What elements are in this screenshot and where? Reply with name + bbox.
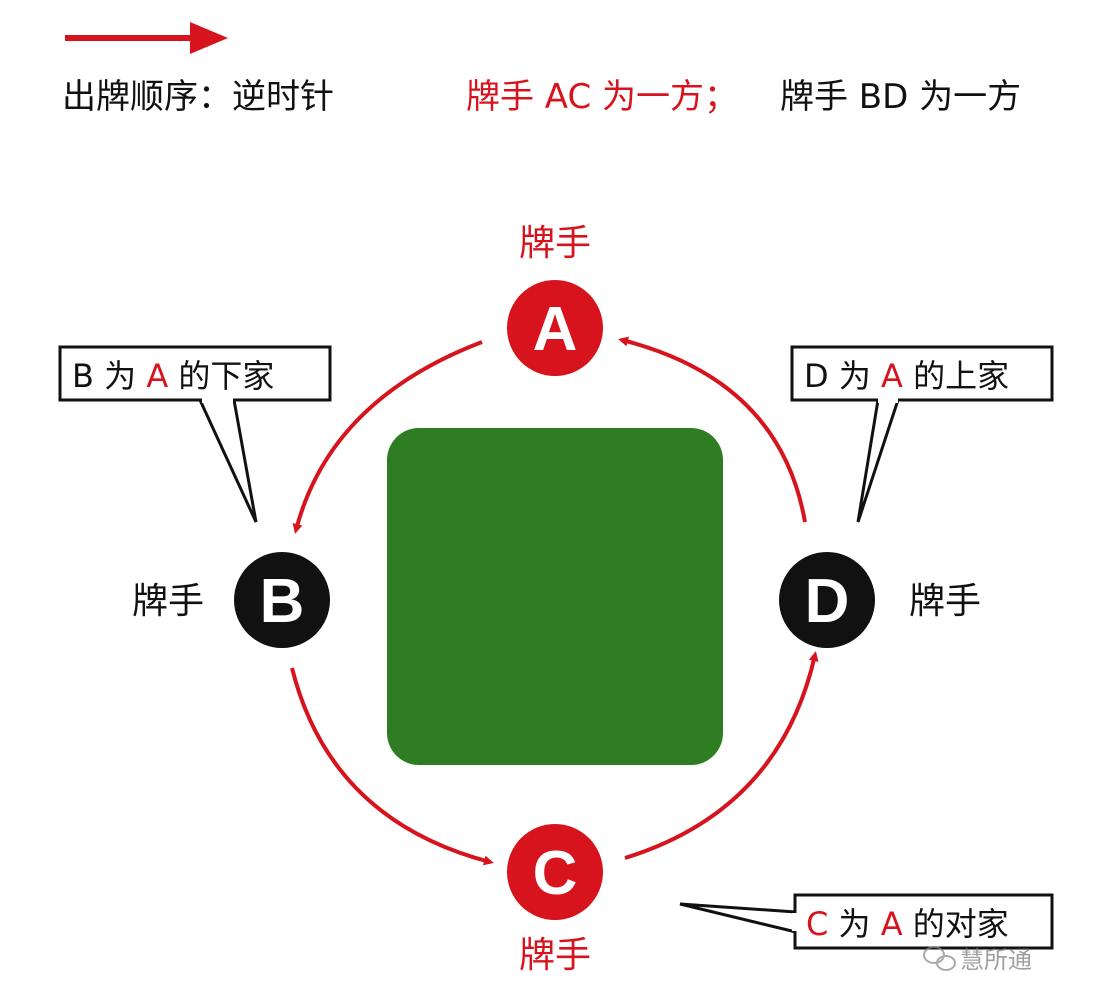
callout-c: C 为 A 的对家 <box>679 893 1054 950</box>
arrow-b-to-c <box>290 667 494 866</box>
wechat-icon <box>923 946 956 971</box>
callout-b-mid: 为 <box>94 357 146 395</box>
arrow-c-to-d <box>624 651 819 860</box>
callout-b-ref: A <box>146 357 168 395</box>
svg-text:B 为 A 的下家: B 为 A 的下家 <box>72 357 274 395</box>
player-a-badge <box>507 280 603 376</box>
arrow-a-to-b <box>292 340 483 534</box>
play-order-label: 出牌顺序：逆时针 <box>62 77 334 117</box>
player-c-label: 牌手 <box>519 935 591 976</box>
callout-d-rest: 的上家 <box>903 357 1009 395</box>
player-a-label: 牌手 <box>519 223 591 264</box>
watermark: 慧所通 <box>923 946 1032 974</box>
svg-text:D 为 A 的上家: D 为 A 的上家 <box>804 357 1009 395</box>
callout-c-mid: 为 <box>828 905 880 943</box>
svg-text:C 为 A 的对家: C 为 A 的对家 <box>806 905 1009 943</box>
arrow-d-to-a <box>618 336 807 523</box>
card-table <box>387 428 723 765</box>
player-d-badge <box>779 552 875 648</box>
callout-b: B 为 A 的下家 <box>58 345 332 523</box>
player-b-letter: B <box>260 567 305 636</box>
callout-d-subject: D <box>804 357 829 395</box>
callout-d-mid: 为 <box>829 357 881 395</box>
player-b-label: 牌手 <box>132 581 204 622</box>
player-b-badge <box>234 552 330 648</box>
callout-d-ref: A <box>881 357 903 395</box>
player-a-letter: A <box>533 295 578 364</box>
player-d-label: 牌手 <box>909 581 981 622</box>
callout-b-rest: 的下家 <box>168 357 274 395</box>
player-c-badge <box>507 824 603 920</box>
player-c-letter: C <box>533 839 578 908</box>
callout-c-ref: A <box>881 905 903 943</box>
callout-c-subject: C <box>806 905 828 943</box>
callout-d: D 为 A 的上家 <box>790 345 1054 523</box>
watermark-text: 慧所通 <box>960 946 1032 974</box>
callout-c-rest: 的对家 <box>903 905 1009 943</box>
team-bd-label: 牌手 BD 为一方 <box>780 77 1021 117</box>
player-d-letter: D <box>805 567 850 636</box>
direction-arrow-icon <box>65 22 228 54</box>
callout-b-subject: B <box>72 357 94 395</box>
team-ac-label: 牌手 AC 为一方； <box>466 77 738 117</box>
